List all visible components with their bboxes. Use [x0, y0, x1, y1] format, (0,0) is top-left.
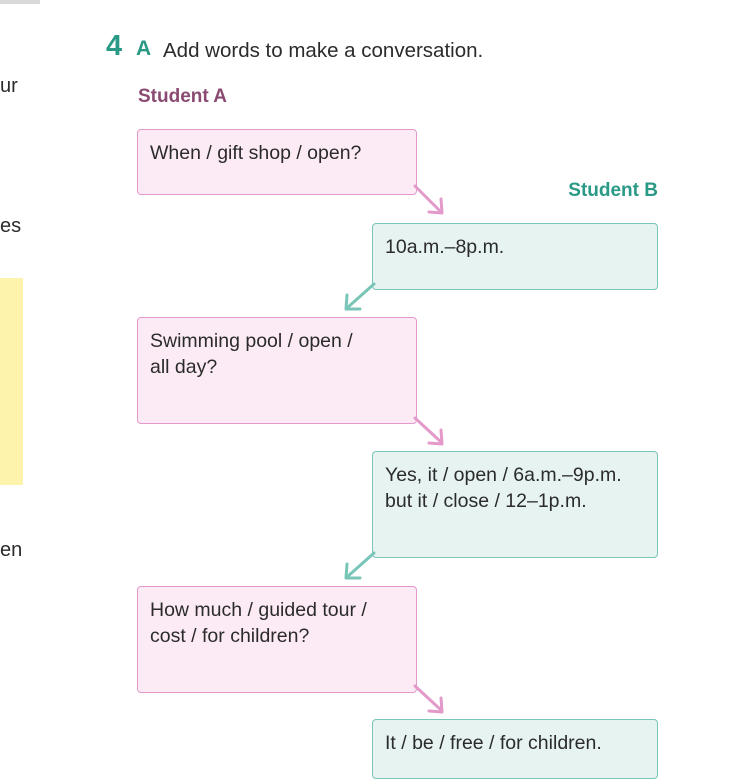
pink-arrow-1 — [413, 184, 444, 215]
prompt-line: It / be / free / for children. — [385, 732, 602, 754]
pink-arrow-3 — [413, 684, 444, 714]
prompt-line: 10a.m.–8p.m. — [385, 236, 505, 258]
exercise-instruction: Add words to make a conversation. — [163, 39, 484, 62]
margin-fragment-3: en — [0, 539, 23, 561]
pink-arrow-2 — [413, 416, 444, 446]
prompt-line: When / gift shop / open? — [150, 142, 362, 164]
student-a-prompt-2: Swimming pool / open / all day? — [137, 317, 417, 424]
exercise-number: 4 — [106, 30, 123, 62]
prompt-line: How much / guided tour / — [150, 599, 367, 621]
student-b-label: Student B — [568, 180, 658, 201]
prompt-line: cost / for children? — [150, 625, 310, 647]
student-a-prompt-1: When / gift shop / open? — [137, 129, 417, 195]
student-a-prompt-3: How much / guided tour / cost / for chil… — [137, 586, 417, 693]
student-b-prompt-1: 10a.m.–8p.m. — [372, 223, 658, 290]
exercise-letter: A — [136, 37, 152, 60]
student-a-label: Student A — [138, 86, 228, 107]
prompt-line: Swimming pool / open / — [150, 330, 353, 352]
margin-fragment-2: es — [0, 215, 22, 237]
flow-arrows — [344, 184, 444, 714]
teal-arrow-1 — [344, 282, 376, 311]
student-b-prompt-2: Yes, it / open / 6a.m.–9p.m. but it / cl… — [372, 451, 658, 558]
prompt-line: Yes, it / open / 6a.m.–9p.m. — [385, 464, 622, 486]
yellow-note-panel — [0, 278, 23, 485]
margin-fragment-1: ur — [0, 75, 18, 97]
prompt-line: but it / close / 12–1p.m. — [385, 490, 587, 512]
teal-arrow-2 — [344, 551, 376, 580]
page-edge-strip — [0, 0, 40, 4]
prompt-line: all day? — [150, 356, 218, 378]
